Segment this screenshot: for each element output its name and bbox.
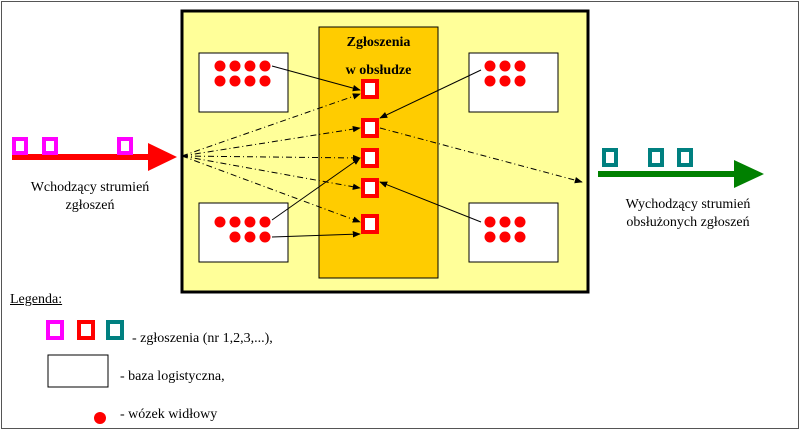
forklift-group-bottom-right [484,216,526,243]
outgoing-stream-label-line2: obsłużonych zgłoszeń [626,215,750,230]
legend-forklift-text: - wózek widłowy [120,407,218,422]
outgoing-requests [602,148,693,167]
forklift-group-bottom-left [214,216,271,243]
legend-request-symbols [46,320,124,340]
service-title-line1: Zgłoszenia [346,35,411,50]
logistic-base-bottom-left [198,202,289,263]
forklift-group-top-right [484,60,526,87]
legend-requests-text: - zgłoszenia (nr 1,2,3,...), [132,331,273,346]
logistic-base-top-right [468,52,559,113]
legend-forklift-symbol [94,412,106,424]
incoming-stream-label-line2: zgłoszeń [65,198,115,213]
legend-title: Legenda: [10,292,63,307]
logistic-base-bottom-right [468,202,559,263]
outgoing-stream-arrow [598,160,764,188]
service-title-line2: w obsłudze [345,63,412,78]
incoming-requests [12,137,133,155]
requests-in-service [361,79,379,234]
logistic-base-top-left [198,52,289,113]
legend-base-text: - baza logistyczna, [120,369,225,384]
incoming-stream-label-line1: Wchodzący strumień [30,180,150,195]
legend-base-symbol [47,354,109,388]
forklift-group-top-left [214,60,271,87]
outgoing-stream-label-line1: Wychodzący strumień [625,197,751,212]
base-to-request-arrows [271,65,482,238]
inflow-dispatch-arrows [181,93,583,223]
incoming-stream-arrow [12,143,177,171]
